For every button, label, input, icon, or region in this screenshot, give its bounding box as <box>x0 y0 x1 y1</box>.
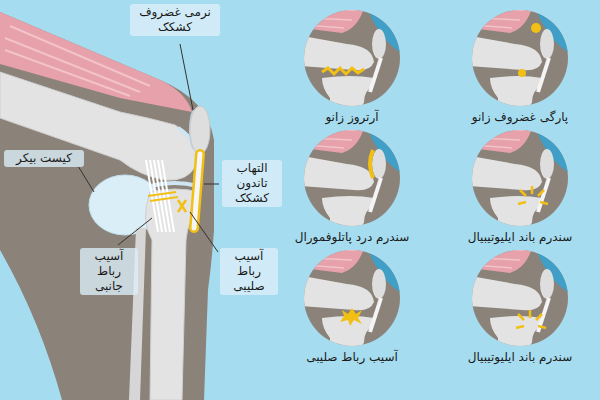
panel-caption: پارگی غضروف زانو <box>472 110 568 125</box>
condition-illustration <box>302 128 402 228</box>
condition-panel: پارگی غضروف زانو <box>445 10 595 125</box>
condition-panel: سندرم باند ایلیوتیبیال <box>445 130 595 245</box>
condition-illustration <box>470 248 570 348</box>
cruciate-injury <box>178 200 186 212</box>
condition-illustration <box>302 8 402 108</box>
part-label: آسیب رباط جانبی <box>80 248 138 295</box>
part-label: نرمی غضروف کشکک <box>130 4 220 36</box>
patella <box>190 106 210 154</box>
part-label: التهاب تاندون کشکک <box>222 160 282 207</box>
panel-caption: آسیب رباط صلیبی <box>306 350 398 365</box>
disc-area <box>277 10 427 110</box>
condition-panel: آرتروز زانو <box>277 10 427 125</box>
panel-caption: سندرم باند ایلیوتیبیال <box>468 350 573 365</box>
condition-panel: آسیب رباط صلیبی <box>277 250 427 365</box>
leg-silhouette <box>0 12 214 400</box>
panel-caption: سندرم درد پاتلوفمورال <box>295 230 410 245</box>
ligament-tear <box>148 192 178 201</box>
leader-lines <box>78 44 219 252</box>
panel-caption: آرتروز زانو <box>325 110 378 125</box>
disc-area <box>277 250 427 350</box>
femur <box>0 72 197 180</box>
condition-illustration <box>302 248 402 348</box>
disc-area <box>277 130 427 230</box>
condition-illustration <box>470 128 570 228</box>
condition-panel: سندرم درد پاتلوفمورال <box>277 130 427 245</box>
disc-area <box>445 250 595 350</box>
part-label: کیست بیکر <box>4 150 84 167</box>
disc-area <box>445 10 595 110</box>
panel-caption: سندرم باند ایلیوتیبیال <box>468 230 573 245</box>
part-label: آسیب رباط صلیبی <box>220 248 278 295</box>
main-knee <box>0 12 219 400</box>
condition-panel: سندرم باند ایلیوتیبیال <box>445 250 595 365</box>
patellar-tendon <box>194 154 200 228</box>
disc-area <box>445 130 595 230</box>
condition-illustration <box>470 8 570 108</box>
tendon-inflammation <box>194 154 200 228</box>
